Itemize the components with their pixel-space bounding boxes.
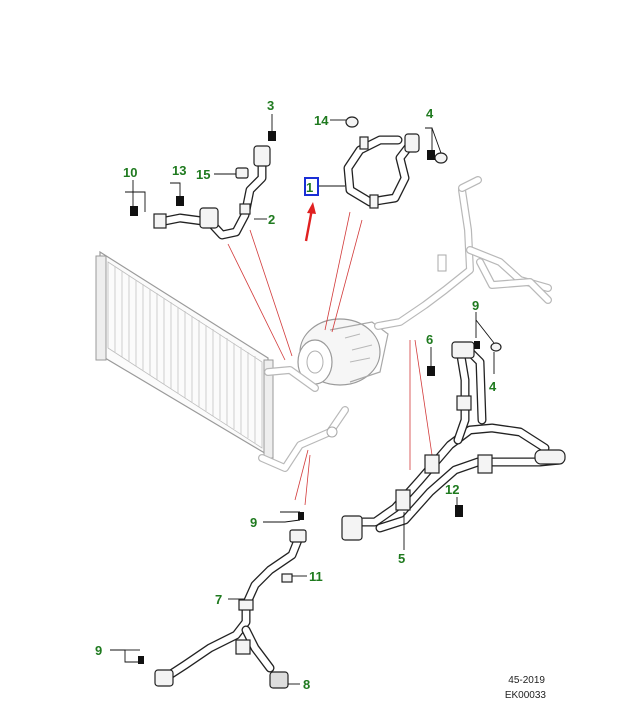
callout-1: 1 xyxy=(306,180,313,195)
condenser xyxy=(95,250,274,459)
callout-numbers: 1 2 3 4 4 5 6 7 8 9 9 9 10 11 12 13 14 1… xyxy=(95,98,497,692)
bolt-part-13 xyxy=(176,196,184,206)
callout-14: 14 xyxy=(314,113,329,128)
compressor xyxy=(297,318,389,386)
callout-3: 3 xyxy=(267,98,274,113)
callout-1-highlight-box xyxy=(304,177,319,196)
callout-13: 13 xyxy=(172,163,186,178)
callout-7: 7 xyxy=(215,592,222,607)
pipe-part-7 xyxy=(154,529,307,687)
callout-2: 2 xyxy=(268,212,275,227)
pipe-assembly-part-5 xyxy=(341,341,566,541)
red-arrow-icon xyxy=(304,202,316,242)
callout-12: 12 xyxy=(445,482,459,497)
fasteners xyxy=(130,116,502,689)
callout-8: 8 xyxy=(303,677,310,692)
seal-part-9-right xyxy=(474,341,480,349)
callout-10: 10 xyxy=(123,165,137,180)
callout-5: 5 xyxy=(398,551,405,566)
callout-9-bottom: 9 xyxy=(95,643,102,658)
callout-4-right: 4 xyxy=(489,379,497,394)
bolt-part-3 xyxy=(268,131,276,141)
reference-lines xyxy=(227,211,433,506)
seal-part-9-mid xyxy=(298,512,304,520)
callout-15: 15 xyxy=(196,167,210,182)
seal-part-9-bottom xyxy=(138,656,144,664)
clip-part-15 xyxy=(235,167,249,179)
seal-part-4-right xyxy=(490,342,502,352)
illustration-code: EK00033 xyxy=(505,690,547,701)
bolt-part-12 xyxy=(455,505,463,517)
hose-part-1 xyxy=(343,133,420,209)
callout-6: 6 xyxy=(426,332,433,347)
bolt-part-10 xyxy=(130,206,138,216)
background-pipework xyxy=(258,176,552,472)
callout-9-middle: 9 xyxy=(250,515,257,530)
section-reference: 45-2019 xyxy=(508,675,545,686)
hose-part-2 xyxy=(153,145,271,240)
seal-part-4-top xyxy=(434,152,448,164)
valve-part-8 xyxy=(269,671,289,689)
clip-part-11 xyxy=(281,573,293,583)
callout-4-top: 4 xyxy=(426,106,434,121)
leader-lines xyxy=(110,114,495,685)
callout-11: 11 xyxy=(309,569,323,584)
clip-part-14 xyxy=(345,116,359,128)
callout-9-right: 9 xyxy=(472,298,479,313)
bolt-part-6 xyxy=(427,366,435,376)
